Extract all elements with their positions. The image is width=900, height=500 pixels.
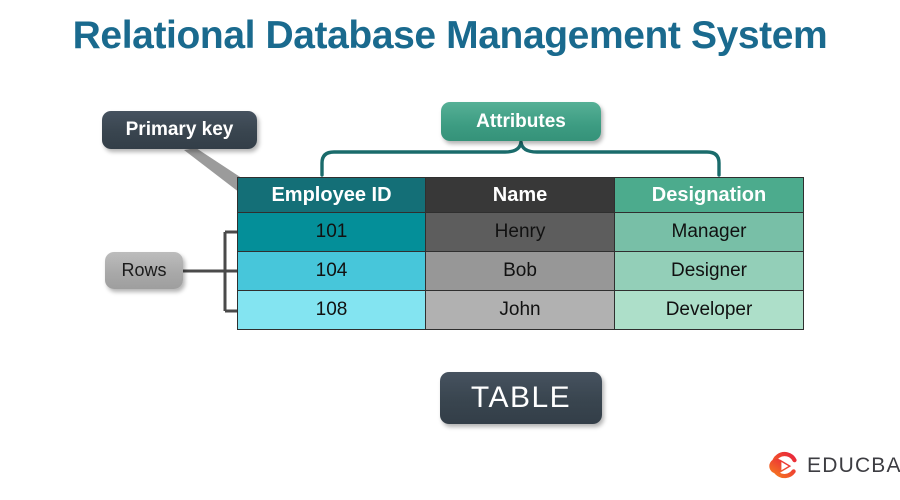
cell-designation: Developer — [614, 290, 804, 330]
callout-primary-key[interactable]: Primary key — [102, 111, 257, 149]
column-header-employee-id[interactable]: Employee ID — [237, 177, 426, 213]
column-header-name[interactable]: Name — [425, 177, 615, 213]
cell-employee-id: 108 — [237, 290, 426, 330]
callout-table-label: TABLE — [470, 381, 572, 414]
attributes-curly-brace-icon — [320, 140, 721, 177]
employee-table: Employee ID Name Designation 101 Henry M… — [237, 177, 804, 330]
table-row[interactable]: 101 Henry Manager — [237, 212, 804, 252]
educba-play-circle-icon — [769, 452, 797, 479]
callout-table[interactable]: TABLE — [440, 372, 602, 424]
table-header: Employee ID Name Designation — [237, 177, 804, 213]
table-body: 101 Henry Manager 104 Bob Designer 108 J… — [237, 212, 804, 330]
callout-rows-label: Rows — [121, 260, 167, 280]
cell-name: John — [425, 290, 615, 330]
cell-name: Henry — [425, 212, 615, 252]
callout-rows[interactable]: Rows — [105, 252, 183, 289]
table-row[interactable]: 104 Bob Designer — [237, 251, 804, 291]
cell-designation: Manager — [614, 212, 804, 252]
page-title: Relational Database Management System — [72, 14, 828, 57]
cell-employee-id: 104 — [237, 251, 426, 291]
educba-wordmark: EDUCBA — [807, 454, 900, 477]
cell-employee-id: 101 — [237, 212, 426, 252]
educba-logo[interactable]: EDUCBA — [769, 451, 900, 481]
callout-attributes-label: Attributes — [476, 110, 566, 132]
callout-attributes[interactable]: Attributes — [441, 102, 601, 141]
callout-primary-key-label: Primary key — [125, 119, 234, 140]
table-row[interactable]: 108 John Developer — [237, 290, 804, 330]
table-header-row: Employee ID Name Designation — [237, 177, 804, 213]
cell-designation: Designer — [614, 251, 804, 291]
cell-name: Bob — [425, 251, 615, 291]
column-header-designation[interactable]: Designation — [614, 177, 804, 213]
